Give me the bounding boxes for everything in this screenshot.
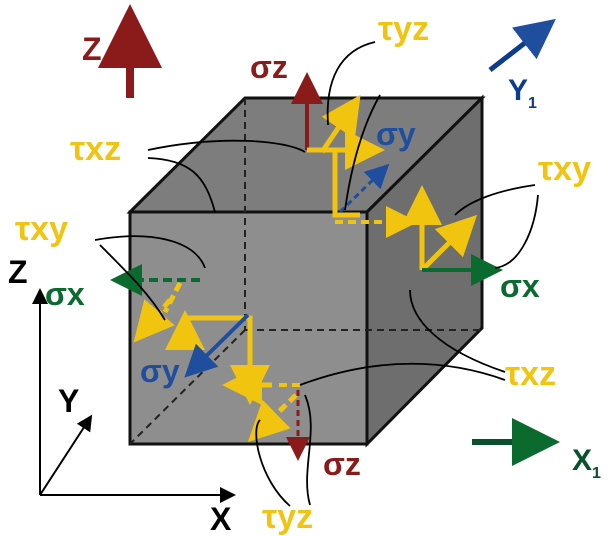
left-face-stresses <box>110 264 200 343</box>
global-axes <box>32 4 560 503</box>
front-face-stresses <box>165 310 310 461</box>
sigma-z-top-label: σz <box>250 49 288 85</box>
sigma-y-top-label: σy <box>376 116 416 152</box>
z-axis-label: Z <box>8 254 28 290</box>
z1-axis-label: Z1 <box>82 31 111 72</box>
sigma-y-front-arrow <box>184 313 250 378</box>
tau-xz-right-label: τxz <box>505 355 556 393</box>
top-face-stresses <box>291 72 418 238</box>
sigma-z-bottom-label: σz <box>323 446 361 482</box>
tau-xy-right-label: τxy <box>538 150 591 188</box>
y-axis <box>39 414 93 496</box>
leader-lines <box>94 41 539 507</box>
tau-xz-top-label: τxz <box>70 130 121 168</box>
tau-xy-left-label: τxy <box>15 210 68 248</box>
x-axis-label: X <box>210 501 232 536</box>
sigma-y-top-arrow <box>338 163 390 214</box>
tau-yz-top-label: τyz <box>378 10 429 48</box>
sigma-y-front-label: σy <box>140 353 180 389</box>
sigma-x-left-label: σx <box>45 276 85 312</box>
sigma-x-right-label: σx <box>500 268 540 304</box>
right-face-stresses <box>402 185 503 286</box>
y1-axis-label: Y1 <box>508 74 537 112</box>
hidden-edge <box>129 329 246 445</box>
tau-yz-bottom-label: τyz <box>262 498 313 536</box>
x1-axis-label: X1 <box>572 444 601 482</box>
y1-axis <box>488 18 556 72</box>
y-axis-label: Y <box>58 383 79 419</box>
